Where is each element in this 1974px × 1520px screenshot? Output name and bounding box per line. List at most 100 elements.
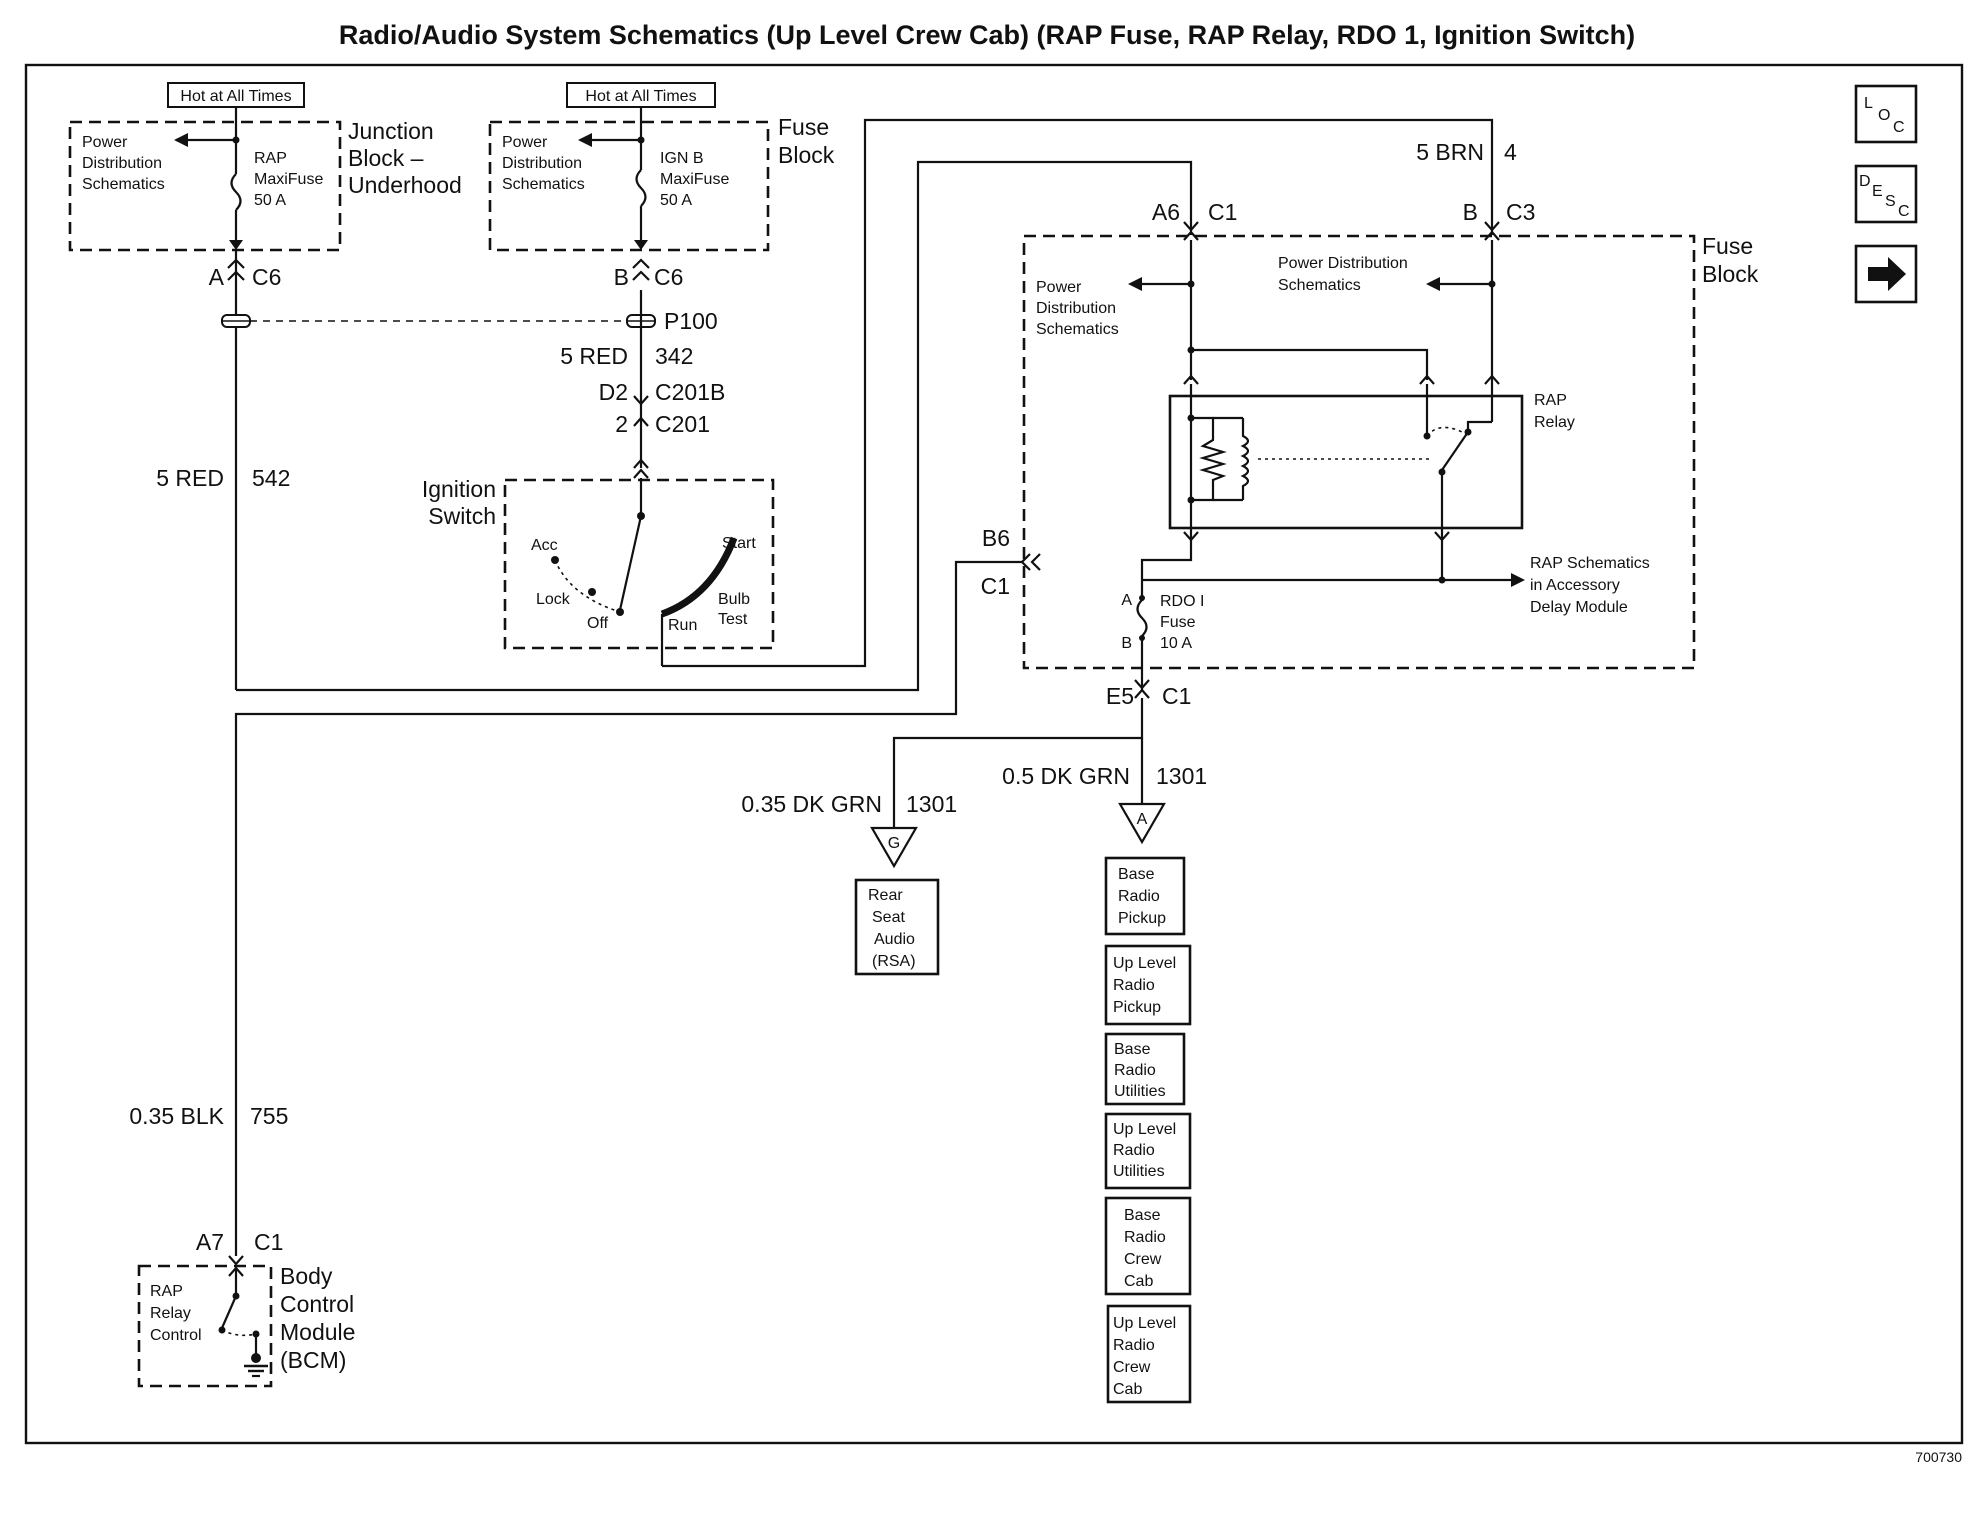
diagram-frame bbox=[24, 63, 1964, 1445]
ign-title-2: Switch bbox=[428, 503, 496, 529]
next-button[interactable] bbox=[1854, 244, 1918, 304]
radio-ref-1-line-2: Radio bbox=[1118, 888, 1160, 905]
bcm-title-4: (BCM) bbox=[280, 1347, 346, 1373]
junction-block-underhood: Hot at All Times Junction Block – Underh… bbox=[68, 82, 462, 252]
desc-letter-2: E bbox=[1872, 183, 1883, 200]
radio-ref-base-crew-cab[interactable]: Base Radio Crew Cab bbox=[1104, 1196, 1192, 1296]
hot-label-1: Hot at All Times bbox=[180, 88, 291, 105]
radio-ref-base-utilities[interactable]: Base Radio Utilities bbox=[1104, 1032, 1186, 1106]
jb-title-1: Junction bbox=[348, 118, 434, 144]
radio-ref-6-line-1: Up Level bbox=[1113, 1315, 1176, 1332]
fb-top-pds-2: Distribution bbox=[502, 155, 582, 172]
wire-1301-right-circuit: 1301 bbox=[1156, 763, 1207, 789]
radio-ref-uplevel-utilities[interactable]: Up Level Radio Utilities bbox=[1104, 1112, 1192, 1190]
radio-ref-6-line-4: Cab bbox=[1113, 1381, 1142, 1398]
pds-right-2: Schematics bbox=[1278, 277, 1361, 294]
rsa-2: Seat bbox=[872, 909, 905, 926]
fb-main-title-2: Block bbox=[1702, 261, 1759, 287]
jb-pds-1: Power bbox=[82, 134, 128, 151]
rap-relay-2: Relay bbox=[1534, 414, 1575, 431]
p100-connector bbox=[221, 314, 656, 328]
fb-top-pds-1: Power bbox=[502, 134, 548, 151]
rdo-a: A bbox=[1121, 592, 1132, 609]
wire-542-circuit: 542 bbox=[252, 465, 290, 491]
radio-ref-5-line-3: Crew bbox=[1124, 1251, 1162, 1268]
rdo-label-3: 10 A bbox=[1160, 635, 1192, 652]
pds-left-1: Power bbox=[1036, 279, 1082, 296]
fuse-block-main: Fuse Block Power Distribution Schematics… bbox=[1022, 233, 1759, 670]
radio-ref-5-line-1: Base bbox=[1124, 1207, 1161, 1224]
ignition-switch: Ignition Switch Acc Lock Off Run Start B… bbox=[422, 476, 775, 666]
a7-pin: A7 bbox=[196, 1229, 224, 1255]
jb-conn-c6: C6 bbox=[252, 264, 281, 290]
figure-id: 700730 bbox=[1915, 1449, 1962, 1465]
ign-lock: Lock bbox=[536, 591, 571, 608]
fb-top-pds-3: Schematics bbox=[502, 176, 585, 193]
ref-g-label: G bbox=[888, 835, 900, 852]
wire-755-circuit: 755 bbox=[250, 1103, 288, 1129]
bcm-inner-2: Relay bbox=[150, 1305, 191, 1322]
radio-ref-uplevel-crew-cab[interactable]: Up Level Radio Crew Cab bbox=[1106, 1304, 1192, 1404]
pds-right-1: Power Distribution bbox=[1278, 255, 1408, 272]
radio-ref-2-line-2: Radio bbox=[1113, 977, 1155, 994]
rap-maxifuse-3: 50 A bbox=[254, 192, 286, 209]
radio-ref-1-line-1: Base bbox=[1118, 866, 1155, 883]
desc-button[interactable]: D E S C bbox=[1854, 164, 1918, 224]
p100-label: P100 bbox=[664, 308, 718, 334]
c201-pin: 2 bbox=[615, 411, 628, 437]
bcm-inner-3: Control bbox=[150, 1327, 202, 1344]
radio-ref-uplevel-pickup[interactable]: Up Level Radio Pickup bbox=[1104, 944, 1192, 1026]
rsa-3: Audio bbox=[874, 931, 915, 948]
jb-title-2: Block – bbox=[348, 145, 424, 171]
c201-conn: C201 bbox=[655, 411, 710, 437]
loc-letter-3: C bbox=[1893, 119, 1905, 136]
wire-1301-left-circuit: 1301 bbox=[906, 791, 957, 817]
bcm-title-1: Body bbox=[280, 1263, 333, 1289]
rsa-link[interactable]: Rear Seat Audio (RSA) bbox=[854, 878, 940, 976]
radio-ref-5-line-4: Cab bbox=[1124, 1273, 1153, 1290]
radio-ref-3-line-3: Utilities bbox=[1114, 1083, 1166, 1100]
wire-1301-left-color: 0.35 DK GRN bbox=[741, 791, 882, 817]
wire-755-color: 0.35 BLK bbox=[129, 1103, 224, 1129]
radio-ref-3-line-2: Radio bbox=[1114, 1062, 1156, 1079]
hot-label-2: Hot at All Times bbox=[585, 88, 696, 105]
e5-pin: E5 bbox=[1106, 683, 1134, 709]
b6-pin: B6 bbox=[982, 525, 1010, 551]
ref-a-label: A bbox=[1137, 811, 1148, 828]
wire-542-color: 5 RED bbox=[156, 465, 224, 491]
ref-triangle-a: A bbox=[1118, 802, 1166, 845]
ign-b-fuse-1: IGN B bbox=[660, 150, 704, 167]
e5-conn: C1 bbox=[1162, 683, 1191, 709]
page-title: Radio/Audio System Schematics (Up Level … bbox=[339, 20, 1635, 50]
ign-bulb: Bulb bbox=[718, 591, 750, 608]
wire-342-circuit: 342 bbox=[655, 343, 693, 369]
ign-b-fuse-3: 50 A bbox=[660, 192, 692, 209]
bcm-title-2: Control bbox=[280, 1291, 354, 1317]
b6-conn: C1 bbox=[981, 573, 1010, 599]
radio-ref-base-pickup[interactable]: Base Radio Pickup bbox=[1104, 856, 1186, 936]
fb-top-conn-c6: C6 bbox=[654, 264, 683, 290]
rdo-label-1: RDO I bbox=[1160, 593, 1204, 610]
jb-pds-3: Schematics bbox=[82, 176, 165, 193]
bcm-title-3: Module bbox=[280, 1319, 355, 1345]
rap-out-3: Delay Module bbox=[1530, 599, 1628, 616]
fb-main-title-1: Fuse bbox=[1702, 233, 1753, 259]
fuse-block-ign: Hot at All Times Fuse Block Power Distri… bbox=[488, 82, 835, 252]
wire-1301-right-color: 0.5 DK GRN bbox=[1002, 763, 1130, 789]
ign-test: Test bbox=[718, 611, 748, 628]
radio-ref-2-line-3: Pickup bbox=[1113, 999, 1161, 1016]
radio-ref-5-line-2: Radio bbox=[1124, 1229, 1166, 1246]
radio-ref-3-line-1: Base bbox=[1114, 1041, 1151, 1058]
arrow-right-icon bbox=[1868, 257, 1906, 291]
ign-b-fuse-2: MaxiFuse bbox=[660, 171, 729, 188]
radio-ref-4-line-3: Utilities bbox=[1113, 1163, 1165, 1180]
loc-button[interactable]: L O C bbox=[1854, 84, 1918, 144]
jb-pin-a: A bbox=[209, 264, 225, 290]
a6-c1-pin: A6 bbox=[1152, 199, 1180, 225]
wire-brn-color: 5 BRN bbox=[1416, 139, 1484, 165]
radio-ref-6-line-2: Radio bbox=[1113, 1337, 1155, 1354]
bcm-inner-1: RAP bbox=[150, 1283, 183, 1300]
radio-ref-1-line-3: Pickup bbox=[1118, 910, 1166, 927]
c201b-pin: D2 bbox=[599, 379, 628, 405]
rap-out-2: in Accessory bbox=[1530, 577, 1620, 594]
